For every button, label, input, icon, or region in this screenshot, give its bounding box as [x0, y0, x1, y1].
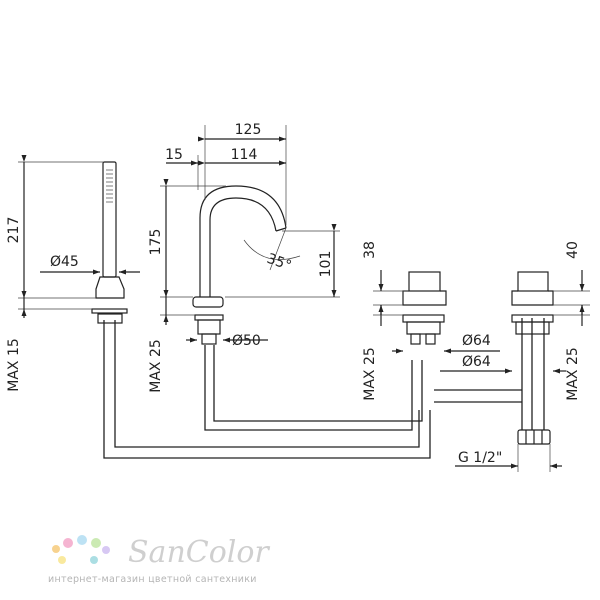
logo-name: SanColor	[128, 535, 270, 570]
dim-101: 101	[318, 251, 334, 278]
hand-shower	[91, 161, 128, 324]
logo-dots-icon	[52, 535, 110, 564]
dim-38: 38	[362, 241, 378, 259]
logo-dot	[52, 545, 60, 553]
dim-angle-35: 35°	[265, 251, 294, 275]
dim-thread-g12: G 1/2"	[458, 450, 502, 466]
dim-dia64-lower: Ø64	[462, 354, 491, 370]
dim-dia64-upper: Ø64	[462, 333, 491, 349]
dim-max25-left-valve: MAX 25	[362, 347, 378, 401]
sancolor-logo: SanColor интернет-магазин цветной сантех…	[48, 535, 270, 585]
dim-114: 114	[231, 147, 258, 163]
dim-125: 125	[235, 122, 262, 138]
logo-dot	[91, 538, 101, 548]
dimension-labels: 125 15 114 217 MAX 15 Ø45 175 MAX 25 Ø50…	[6, 122, 581, 466]
dim-15: 15	[165, 147, 183, 163]
connecting-pipes	[103, 318, 545, 459]
left-valve	[402, 271, 447, 345]
spout	[192, 185, 287, 345]
dim-dia45: Ø45	[50, 254, 79, 270]
logo-dot	[90, 556, 98, 564]
dim-max25-right-valve: MAX 25	[565, 347, 581, 401]
logo-dot	[102, 546, 110, 554]
dimension-lines	[18, 125, 590, 472]
dim-max25-spout: MAX 25	[148, 339, 164, 393]
right-valve	[511, 271, 554, 445]
logo-dot	[63, 538, 73, 548]
logo-dot	[77, 535, 87, 545]
logo-tagline: интернет-магазин цветной сантехники	[48, 574, 257, 585]
dim-dia50: Ø50	[232, 333, 261, 349]
logo-dot	[58, 556, 66, 564]
dim-40: 40	[565, 241, 581, 259]
dim-175: 175	[148, 229, 164, 256]
dim-max15: MAX 15	[6, 338, 22, 392]
dim-217: 217	[6, 217, 22, 244]
